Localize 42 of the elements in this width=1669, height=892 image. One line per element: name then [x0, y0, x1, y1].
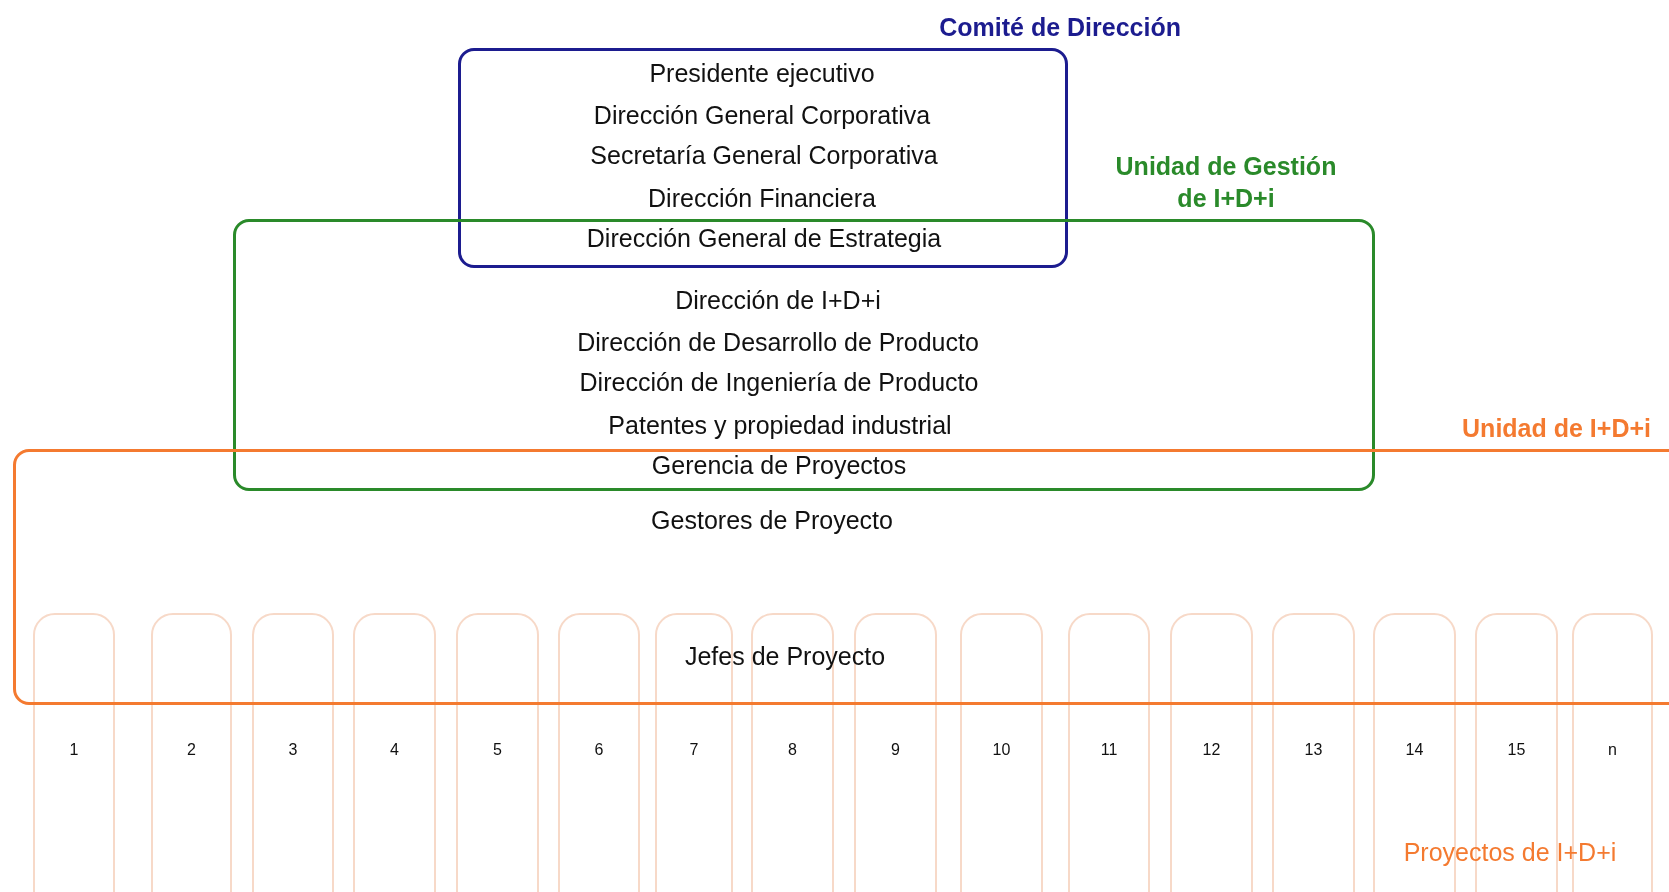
role-label: Presidente ejecutivo	[649, 58, 875, 88]
role-label: Secretaría General Corporativa	[590, 140, 938, 170]
role-label: Dirección Financiera	[648, 183, 876, 213]
role-label: Patentes y propiedad industrial	[608, 410, 952, 440]
project-number: 3	[287, 741, 299, 759]
project-number: 4	[389, 741, 400, 759]
area-label: Proyectos de I+D+i	[1403, 837, 1617, 867]
project-number: 2	[186, 741, 197, 759]
role-label: Gerencia de Proyectos	[651, 450, 907, 480]
project-number: 8	[787, 741, 798, 759]
project-column	[1272, 613, 1355, 892]
project-column	[1068, 613, 1150, 892]
project-number: 6	[593, 741, 605, 759]
project-number: 15	[1506, 741, 1527, 759]
project-column	[252, 613, 334, 892]
role-label: Dirección de Desarrollo de Producto	[577, 327, 979, 357]
role-label: Jefes de Proyecto	[684, 641, 886, 671]
group-title: Unidad de I+D+i	[1461, 413, 1651, 444]
project-column	[960, 613, 1043, 892]
project-number: 10	[991, 741, 1012, 759]
project-number: 7	[688, 741, 700, 759]
role-label: Dirección General de Estrategia	[586, 223, 942, 253]
project-column	[33, 613, 115, 892]
project-column	[353, 613, 436, 892]
project-number: 13	[1303, 741, 1324, 759]
project-number: 5	[492, 741, 503, 759]
role-label: Dirección de I+D+i	[675, 285, 881, 315]
role-label: Dirección de Ingeniería de Producto	[579, 367, 979, 397]
project-number: 11	[1099, 741, 1119, 759]
project-column	[558, 613, 640, 892]
project-number: 12	[1201, 741, 1222, 759]
project-number: 14	[1404, 741, 1425, 759]
role-label: Dirección General Corporativa	[593, 100, 931, 130]
group-title: Unidad de Gestión de I+D+i	[1114, 151, 1338, 214]
project-column	[1170, 613, 1253, 892]
project-number: 1	[68, 741, 80, 759]
project-number: n	[1607, 741, 1618, 759]
project-column	[456, 613, 539, 892]
role-label: Gestores de Proyecto	[651, 505, 893, 535]
project-number: 9	[890, 741, 901, 759]
group-title: Comité de Dirección	[938, 12, 1181, 43]
project-column	[151, 613, 232, 892]
